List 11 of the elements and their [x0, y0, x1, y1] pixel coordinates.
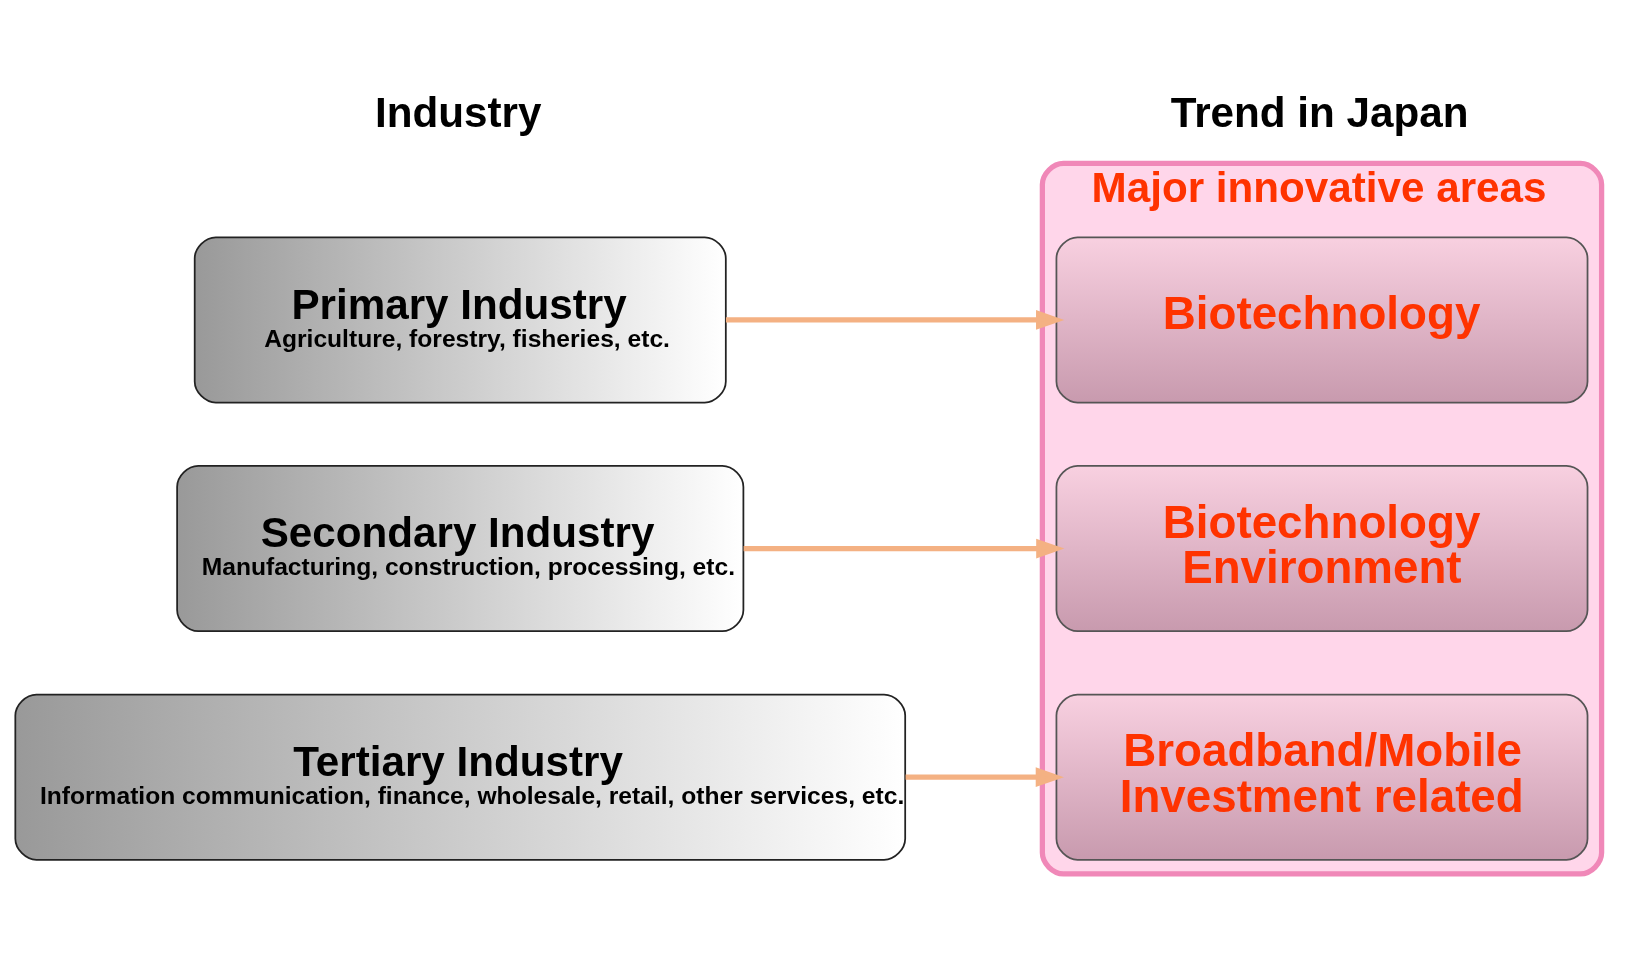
node-box: Biotechnology [1055, 236, 1589, 404]
arrow [743, 538, 1065, 559]
arrow [905, 767, 1064, 788]
node-box: Biotechnology Environment [1055, 465, 1589, 633]
node-box: Broadband/Mobile Investment related [1055, 693, 1589, 861]
arrow [725, 310, 1065, 330]
label: Trend in Japan [1170, 88, 1469, 136]
label: Industry [374, 88, 542, 136]
node-box: Primary Industry Agriculture, forestry, fisheries, etc. [193, 236, 727, 404]
node-box: Secondary Industry Manufacturing, construction, processing, etc. [176, 465, 745, 633]
node-box: Tertiary Industry Information communication, finance, wholesale, retail, other services, etc. [14, 693, 907, 861]
